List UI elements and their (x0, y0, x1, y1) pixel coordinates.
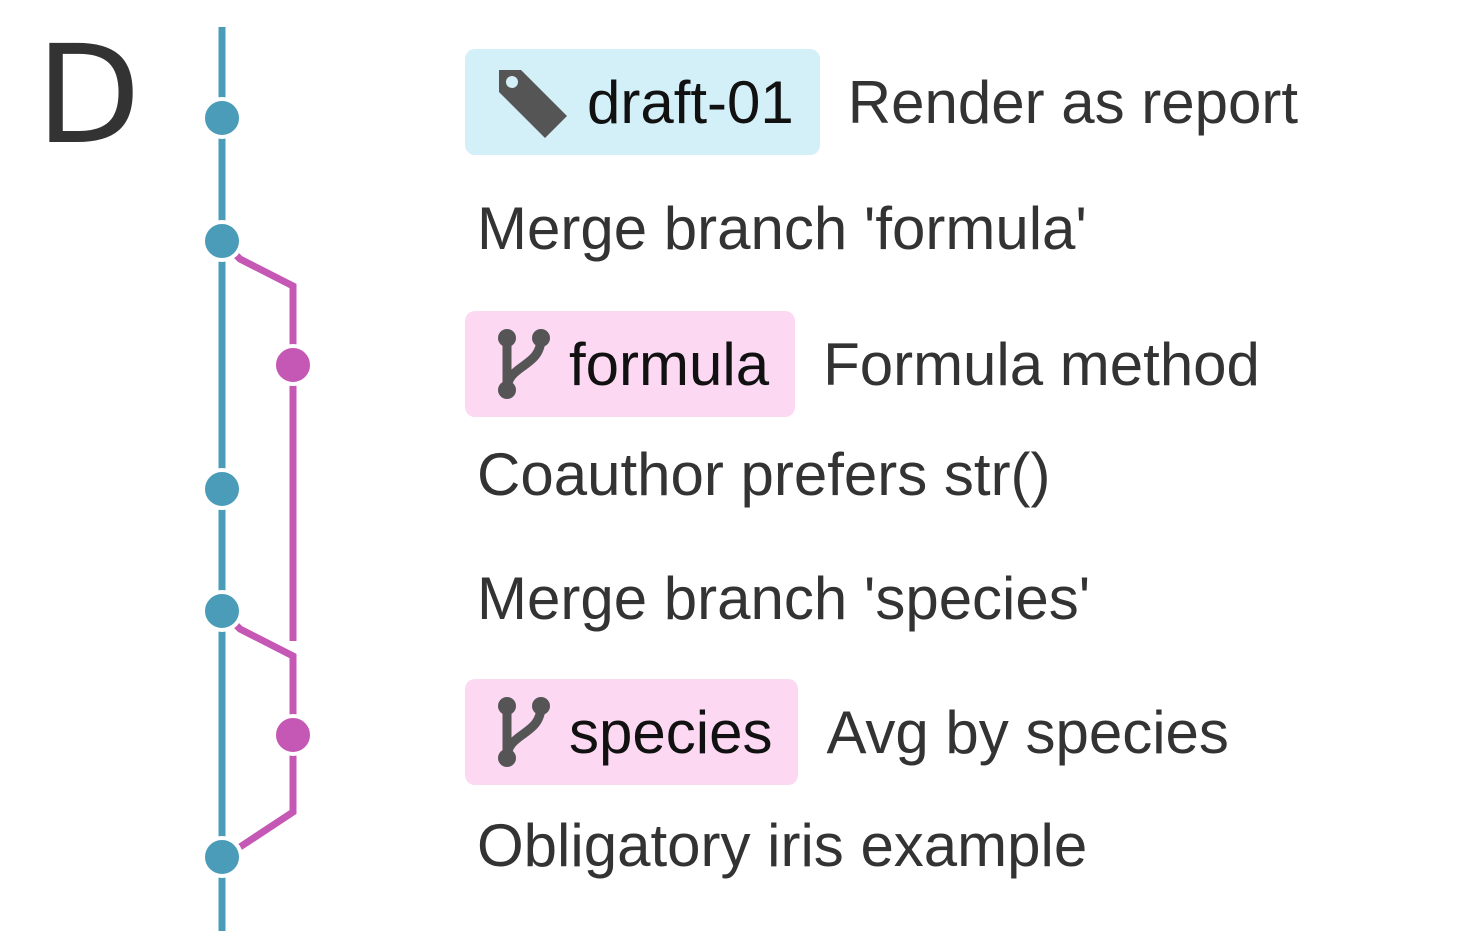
commit-dot[interactable] (201, 220, 243, 262)
commit-row-coauthor[interactable]: Coauthor prefers str() (465, 419, 1051, 529)
commit-row-iris[interactable]: Obligatory iris example (465, 790, 1087, 900)
commit-row-merge-formula[interactable]: Merge branch 'formula' (465, 173, 1087, 283)
commit-graph (201, 27, 314, 931)
commit-dot[interactable] (201, 836, 243, 878)
commit-row-merge-species[interactable]: Merge branch 'species' (465, 543, 1090, 653)
commit-dot[interactable] (201, 97, 243, 139)
branch-name: formula (569, 330, 770, 398)
panel-label: D (36, 17, 141, 175)
commit-dot[interactable] (272, 714, 314, 756)
branch-badge[interactable]: formula (465, 311, 796, 417)
commit-message: Obligatory iris example (477, 811, 1088, 879)
commit-message: Coauthor prefers str() (477, 440, 1051, 508)
commit-message: Merge branch 'species' (477, 564, 1091, 632)
commit-message: Formula method (823, 330, 1260, 398)
commit-message: Avg by species (826, 698, 1229, 766)
branch-name: species (569, 698, 773, 766)
formula-branch-line (219, 238, 297, 641)
commit-dot[interactable] (201, 590, 243, 632)
tag-badge[interactable]: draft-01 (465, 49, 820, 155)
tag-name: draft-01 (587, 68, 794, 136)
commit-row-draft[interactable]: draft-01 Render as report (465, 47, 1298, 157)
commit-message: Merge branch 'formula' (477, 194, 1087, 262)
branch-icon (498, 329, 550, 399)
commit-row-species[interactable]: species Avg by species (465, 677, 1229, 787)
branch-badge[interactable]: species (465, 679, 799, 785)
commit-row-formula[interactable]: formula Formula method (465, 309, 1260, 419)
commit-message: Render as report (847, 68, 1299, 136)
branch-icon (498, 697, 550, 767)
commit-dot[interactable] (201, 468, 243, 510)
commit-dot[interactable] (272, 344, 314, 386)
tag-icon (499, 70, 567, 138)
